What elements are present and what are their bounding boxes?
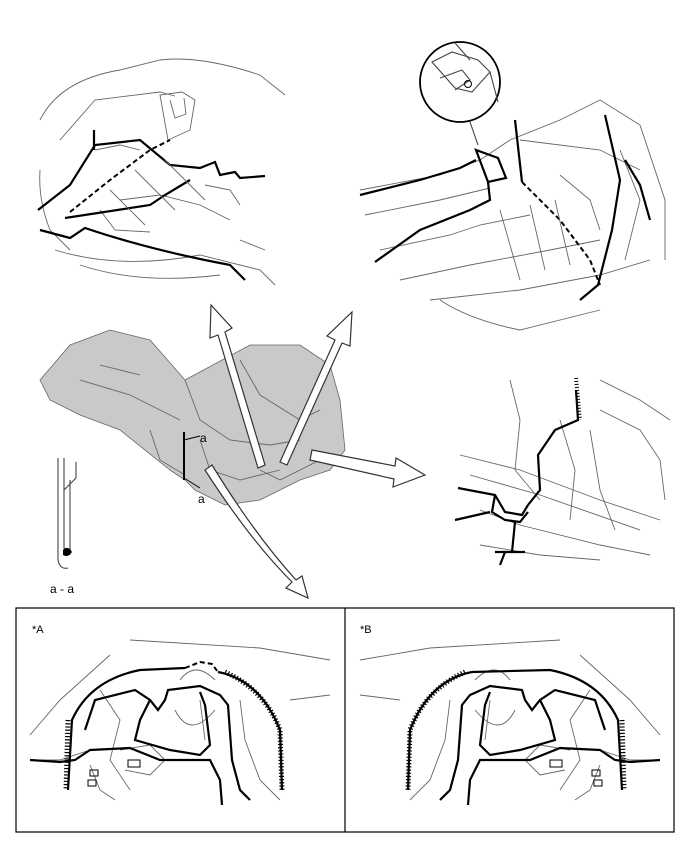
- panel-b-label: *B: [360, 624, 372, 636]
- panel-a-drawing: [29, 639, 331, 806]
- section-caption: a - a: [50, 582, 75, 596]
- section-markers: [183, 432, 201, 489]
- detail-top-right: [359, 41, 666, 331]
- panel-b-drawing: [359, 639, 661, 806]
- section-aa-detail: [57, 458, 77, 569]
- section-a-bottom-label: a: [198, 492, 205, 506]
- car-body: [39, 329, 346, 506]
- arrow-up-left: [209, 303, 266, 469]
- arrows: [204, 303, 427, 600]
- arrow-right: [309, 449, 427, 488]
- section-a-top-label: a: [200, 431, 207, 445]
- arrow-up-right: [279, 310, 353, 466]
- arrow-down: [204, 464, 309, 600]
- detail-right-middle: [454, 377, 671, 566]
- detail-top-left: [37, 58, 286, 286]
- panel-a-label: *A: [32, 624, 44, 636]
